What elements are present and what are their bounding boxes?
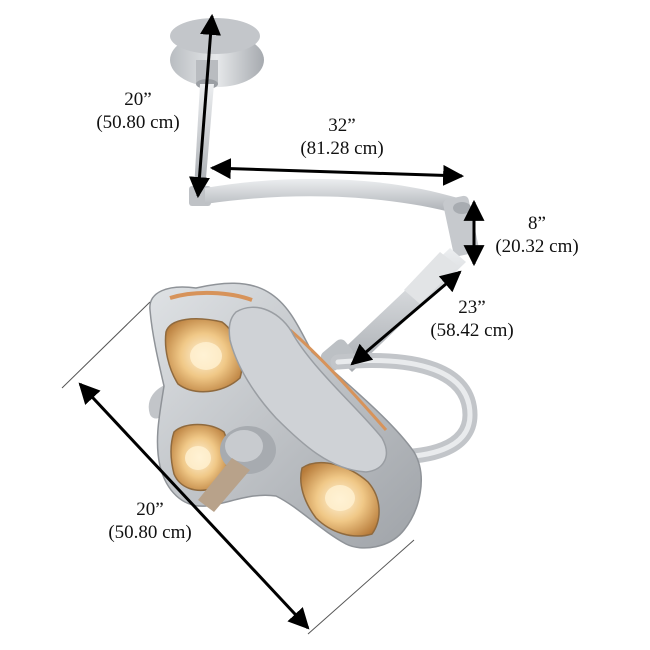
extension-lines [61,301,415,635]
elbow-imperial: 8” [528,213,546,234]
elbow-label: 8” (20.32 cm) [480,212,594,258]
ceiling-drop-label: 20” (50.80 cm) [72,88,204,134]
head-width-metric: (50.80 cm) [108,522,192,543]
dimension-arrows [78,13,485,630]
elbow-metric: (20.32 cm) [495,236,579,257]
head-width-label: 20” (50.80 cm) [84,498,216,544]
spring-arm-label: 23” (58.42 cm) [410,296,534,342]
horizontal-arm-label: 32” (81.28 cm) [272,114,412,160]
horizontal-arm-imperial: 32” [328,115,356,136]
spring-arm-metric: (58.42 cm) [430,320,514,341]
spring-arm-imperial: 23” [458,297,486,318]
ceiling-drop-imperial: 20” [124,89,152,110]
head-width-arrow [78,382,310,630]
lamp-cell-top [164,318,243,393]
head-width-imperial: 20” [136,499,164,520]
horizontal-arm [205,178,479,257]
ceiling-drop-arrow [188,13,222,199]
ceiling-canopy [170,18,264,89]
horizontal-arm-metric: (81.28 cm) [300,138,384,159]
horizontal-arm-arrow [209,158,465,186]
spring-arm-arrow [350,270,462,366]
ceiling-drop-metric: (50.80 cm) [96,112,180,133]
